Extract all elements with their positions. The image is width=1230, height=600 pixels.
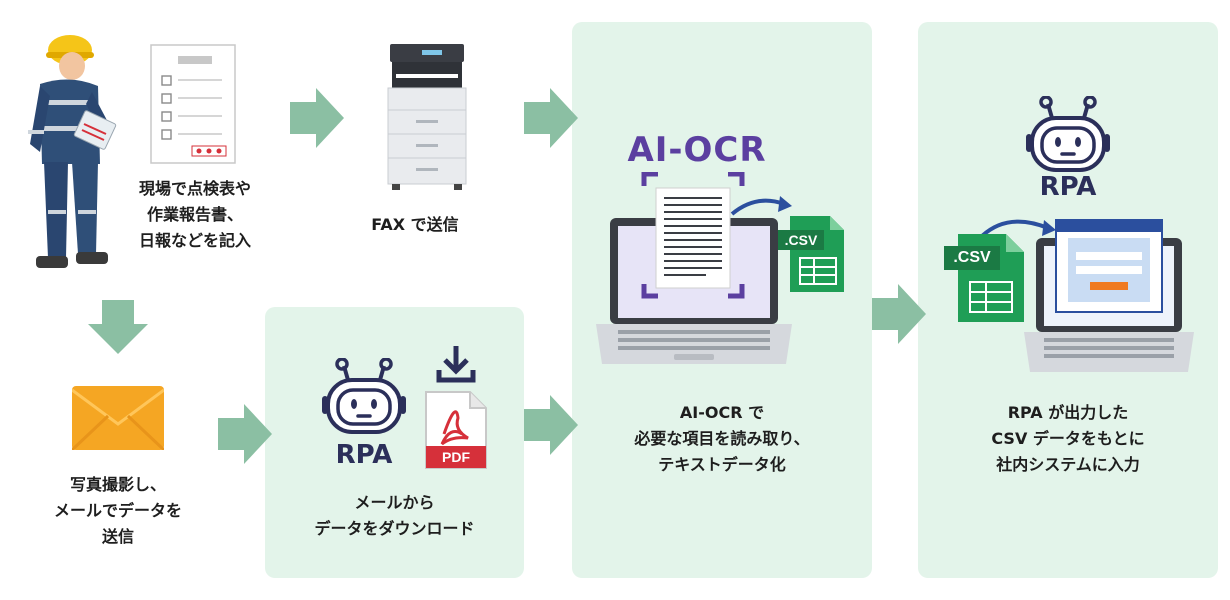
- arrow-right-3: [218, 404, 272, 464]
- step-fill-in-forms-line: 現場で点検表や: [138, 179, 251, 198]
- step-fill-in-forms-line: 作業報告書、: [146, 205, 243, 224]
- step-rpa-download-line: データをダウンロード: [314, 519, 475, 538]
- rpa-robot-icon: [1026, 96, 1110, 172]
- step-photo-email-line: 送信: [101, 527, 134, 546]
- step-ai-ocr-line: 必要な項目を読み取り、: [634, 429, 810, 448]
- laptop-system-illustration: [980, 219, 1194, 372]
- rpa-logo-text: RPA: [335, 440, 393, 470]
- step-rpa-download-line: メールから: [354, 493, 435, 512]
- step-fax-text: FAX で送信: [345, 212, 485, 238]
- step-rpa-input-line: 社内システムに入力: [996, 455, 1140, 474]
- step-ai-ocr-text: AI-OCR で 必要な項目を読み取り、 テキストデータ化: [572, 400, 872, 478]
- step-ai-ocr-line: AI-OCR で: [679, 403, 765, 422]
- step-photo-email-text: 写真撮影し、 メールでデータを 送信: [30, 472, 206, 550]
- inspection-form-icon: [150, 44, 236, 164]
- csv-file-icon: [778, 216, 844, 292]
- csv-file-icon: [944, 234, 1024, 322]
- email-envelope-icon: [72, 386, 164, 450]
- step-rpa-input-line: CSV データをもとに: [991, 429, 1145, 448]
- download-icon: [436, 346, 476, 383]
- rpa-logo-text: RPA: [1039, 172, 1097, 202]
- step-rpa-download-text: メールから データをダウンロード: [265, 490, 524, 542]
- pdf-label: PDF: [442, 449, 470, 465]
- csv-file-label: .CSV: [784, 232, 818, 248]
- step-fax-line: FAX で送信: [371, 215, 459, 234]
- rpa-robot-icon: [322, 358, 406, 434]
- arrow-down: [88, 300, 148, 354]
- step-rpa-input-line: RPA が出力した: [1007, 403, 1129, 422]
- step-fill-in-forms-text: 現場で点検表や 作業報告書、 日報などを記入: [105, 176, 285, 254]
- arrow-right-5: [872, 284, 926, 344]
- arrow-right-1: [290, 88, 344, 148]
- step-rpa-input-text: RPA が出力した CSV データをもとに 社内システムに入力: [918, 400, 1218, 478]
- fax-machine-icon: [387, 44, 467, 190]
- step-fill-in-forms-line: 日報などを記入: [138, 231, 251, 250]
- arrow-right-2: [524, 88, 578, 148]
- csv-file-label: .CSV: [953, 249, 991, 266]
- step-photo-email-line: 写真撮影し、: [69, 475, 166, 494]
- worker-illustration: [28, 35, 117, 268]
- laptop-scan-illustration: [596, 172, 792, 364]
- ai-ocr-logo-text: AI-OCR: [627, 130, 767, 170]
- pdf-file-icon: [425, 391, 487, 469]
- step-ai-ocr-line: テキストデータ化: [658, 455, 786, 474]
- step-photo-email-line: メールでデータを: [53, 501, 182, 520]
- arrow-right-4: [524, 395, 578, 455]
